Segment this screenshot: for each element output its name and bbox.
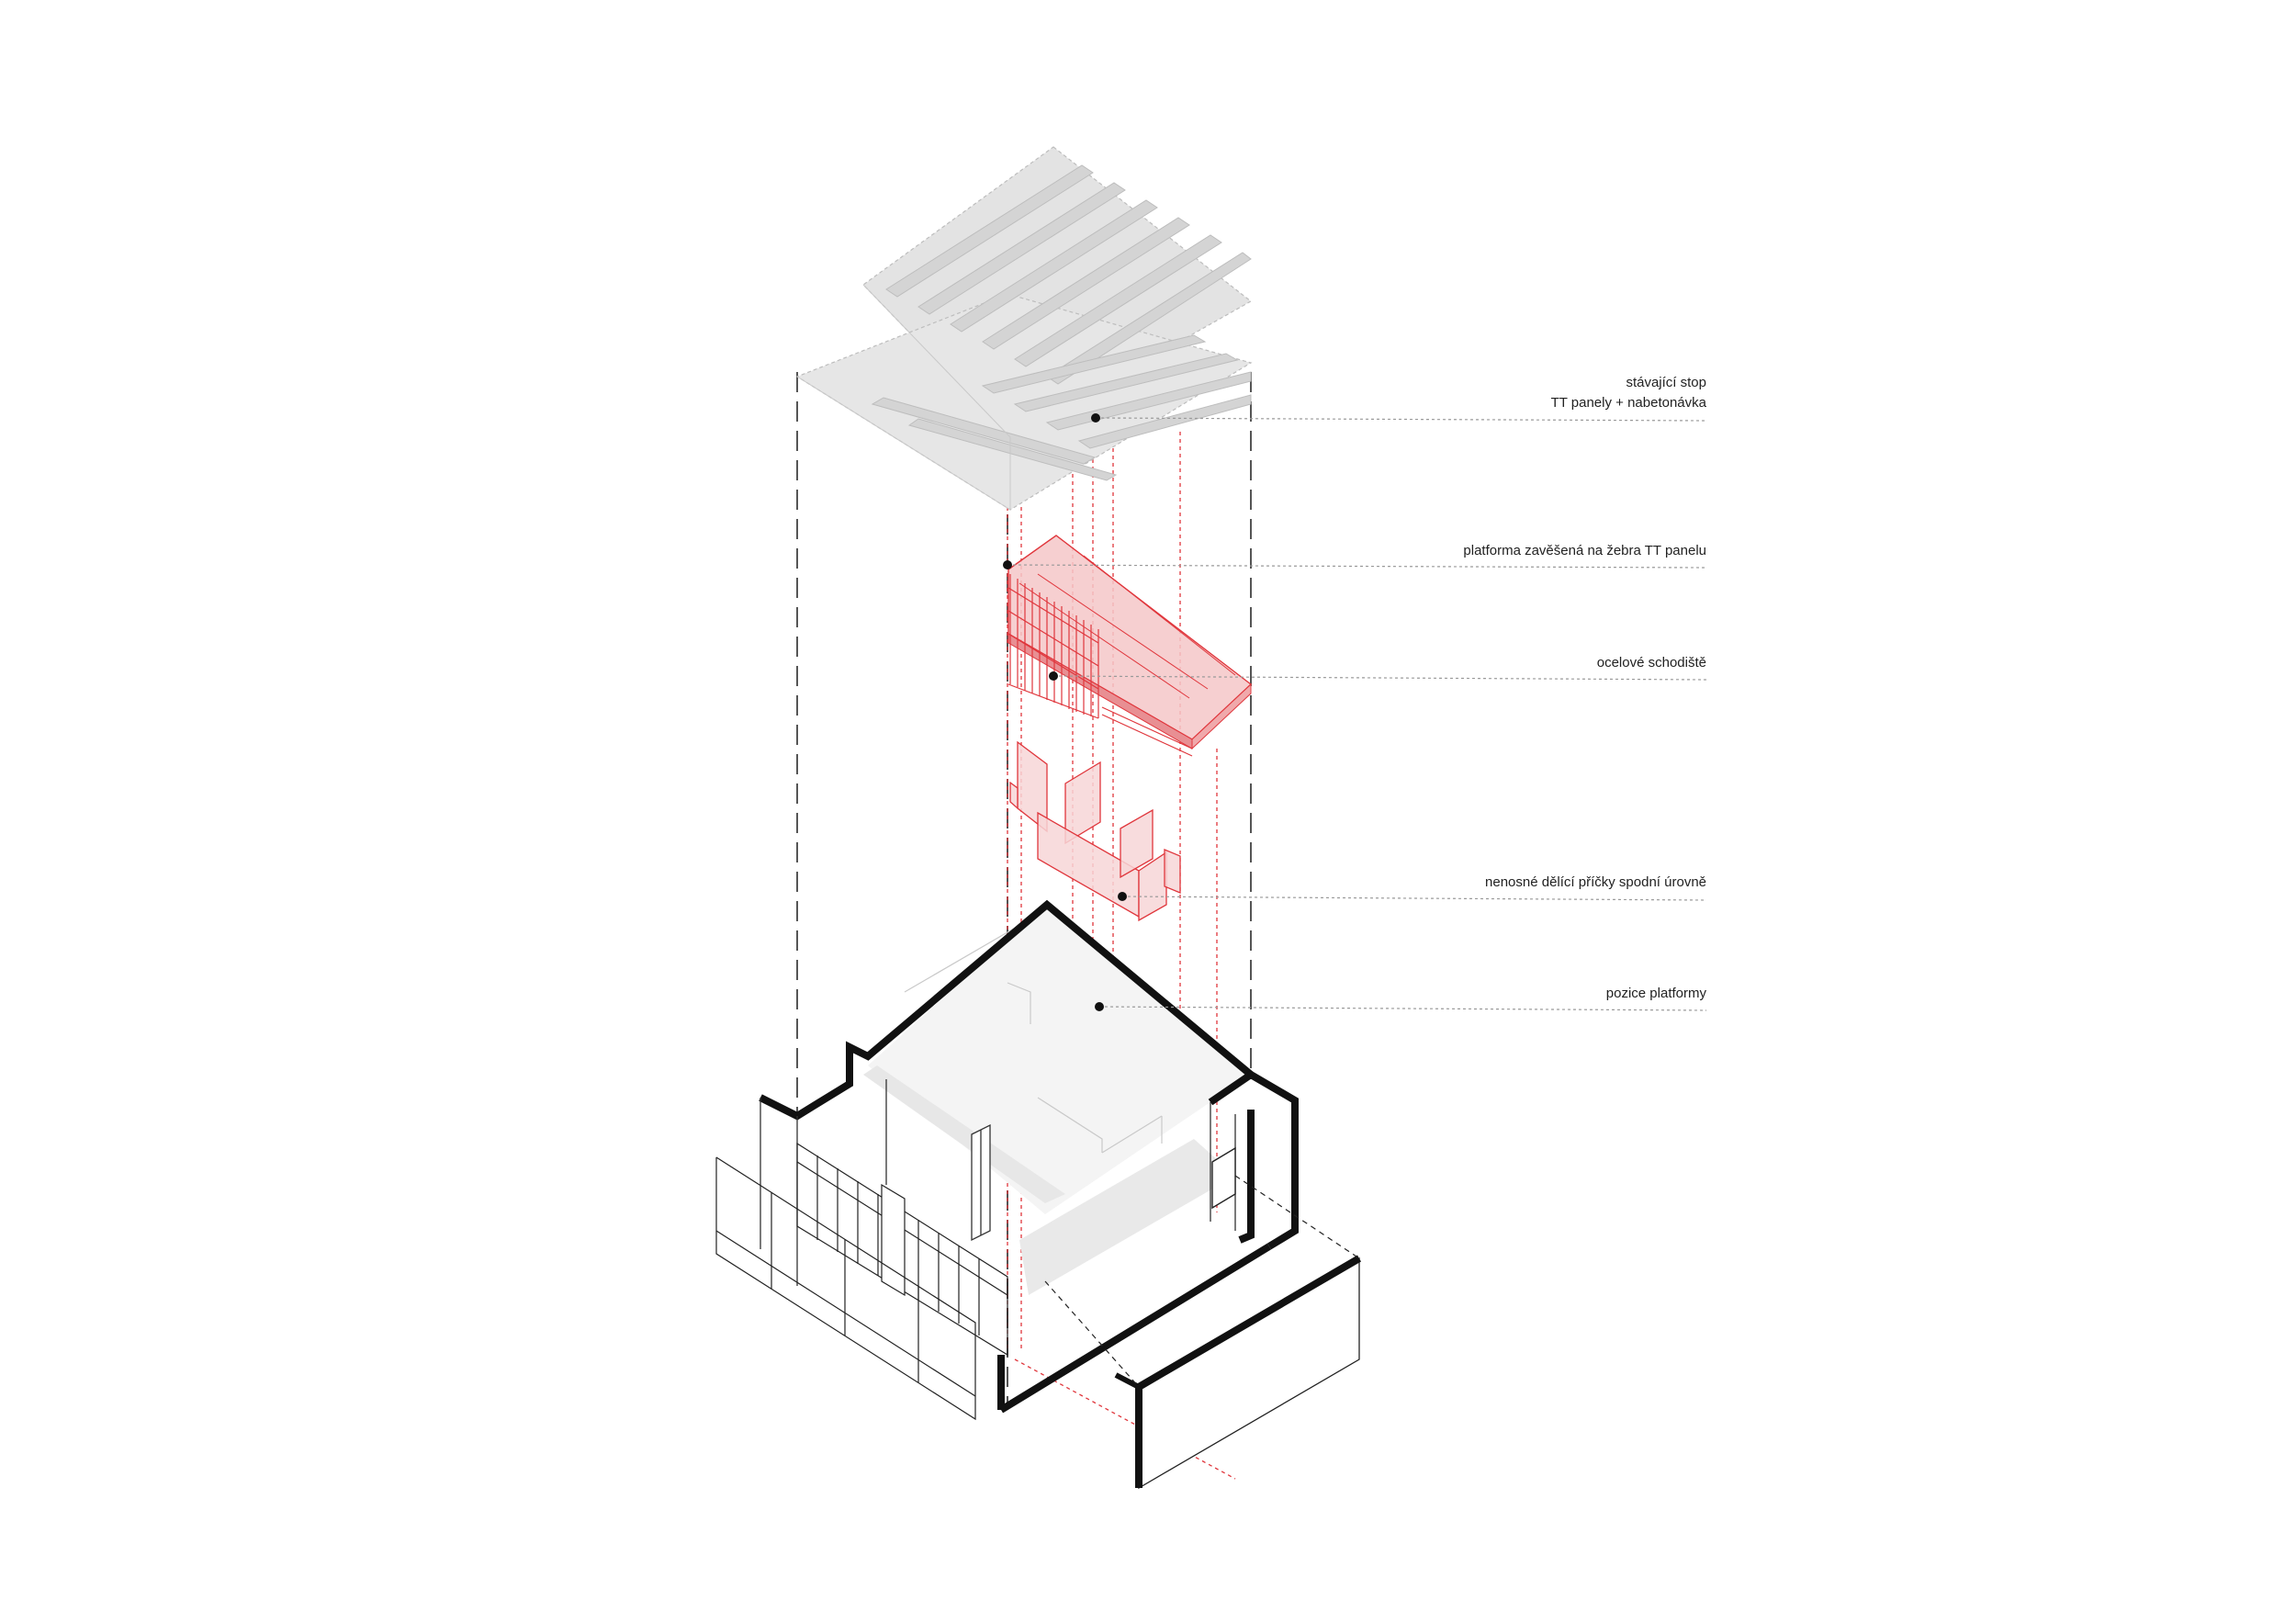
balcony-railing [715, 1156, 976, 1421]
label-existing-ceiling: stávající stop TT panely + nabetonávka [1551, 373, 1706, 413]
label-suspended-platform: platforma zavěšená na žebra TT panelu [1463, 541, 1706, 561]
tt-panel-ceiling [795, 146, 1253, 511]
label-steel-staircase: ocelové schodiště [1597, 653, 1706, 673]
label-platform-position: pozice platformy [1606, 984, 1706, 1004]
leader-lines [1007, 417, 1707, 1011]
label-platform-position-line-1: pozice platformy [1605, 986, 1706, 1001]
label-steel-staircase-line-1: ocelové schodiště [1596, 655, 1706, 671]
callout-dot-staircase [1049, 671, 1058, 681]
label-existing-ceiling-line-1: stávající stop [1626, 375, 1706, 390]
building-shell [715, 899, 1362, 1490]
label-existing-ceiling-line-2: TT panely + nabetonávka [1550, 395, 1706, 411]
door [1211, 1146, 1236, 1210]
label-partitions: nenosné dělící příčky spodní úrovně [1485, 873, 1706, 893]
callout-dot-partitions [1118, 892, 1127, 901]
annex-block [1044, 1175, 1362, 1490]
callout-dot-platform-position [1095, 1002, 1104, 1011]
callout-dot-platform [1003, 560, 1012, 569]
label-suspended-platform-line-1: platforma zavěšená na žebra TT panelu [1463, 543, 1706, 558]
front-facade-glazing [796, 1142, 1008, 1357]
label-partitions-line-1: nenosné dělící příčky spodní úrovně [1485, 874, 1706, 890]
partition-walls [1009, 740, 1181, 922]
callout-dot-ceiling [1091, 413, 1100, 423]
leader-dots [1003, 413, 1127, 1011]
steel-staircase [1007, 574, 1193, 757]
suspended-platform [1007, 535, 1253, 750]
